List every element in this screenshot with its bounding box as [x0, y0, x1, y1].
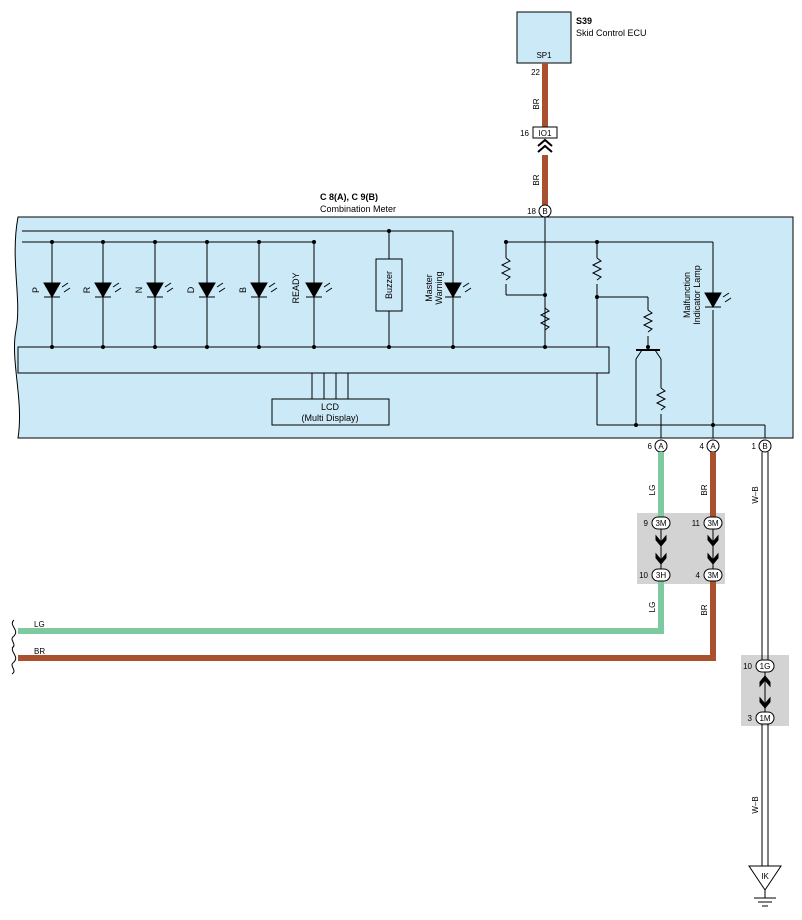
indicator-label-ready: READY	[291, 272, 301, 303]
meter-pin-6-label: A	[658, 442, 664, 451]
wire-label-wb-1: W–B	[751, 486, 760, 503]
connector-j9-label: 3M	[655, 519, 666, 528]
junction-3m-links	[655, 529, 719, 569]
wire-label-lg-1: LG	[648, 485, 657, 496]
led-n	[146, 282, 174, 299]
junction-1g-links	[759, 672, 771, 712]
ecu-box	[516, 11, 572, 64]
led-p	[43, 282, 71, 299]
lcd-label-2: (Multi Display)	[301, 413, 358, 423]
lcd-label-1: LCD	[321, 402, 340, 412]
meter-code: C 8(A), C 9(B)	[320, 192, 378, 202]
wire-label-wb-2: W–B	[751, 796, 760, 813]
connector-j4-pin: 4	[696, 571, 701, 580]
connector-j11-pin: 11	[692, 519, 701, 528]
ecu-name: Skid Control ECU	[576, 28, 647, 38]
connector-j1g-pin: 10	[743, 662, 752, 671]
wire-break-lg	[11, 619, 17, 649]
meter-pin-1	[758, 439, 772, 453]
meter-pin-4-label: A	[710, 442, 716, 451]
ground-label: IK	[761, 872, 769, 881]
meter-pin-4-number: 4	[700, 442, 705, 451]
indicator-label-b: B	[238, 287, 248, 293]
led-mil	[704, 292, 732, 309]
junction-dots	[50, 229, 715, 427]
wire-label-br-5: BR	[34, 647, 45, 656]
meter-pin-1-label: B	[762, 442, 767, 451]
meter-pin-18-number: 18	[527, 207, 536, 216]
connector-j4-label: 3M	[707, 571, 718, 580]
wire-break-br	[11, 645, 17, 675]
meter-name: Combination Meter	[320, 204, 396, 214]
connector-j10-pin: 10	[639, 571, 648, 580]
led-d	[198, 282, 226, 299]
led-r	[94, 282, 122, 299]
meter-pin-6-number: 6	[648, 442, 653, 451]
led-symbols	[43, 282, 732, 309]
wire-label-br-3: BR	[700, 484, 709, 495]
connector-io1	[532, 126, 558, 139]
ecu-code: S39	[576, 16, 592, 26]
connector-j1g-label: 1G	[760, 662, 771, 671]
indicator-label-p: P	[31, 287, 41, 293]
connector-j9-pin: 9	[644, 519, 649, 528]
meter-pin-1-number: 1	[752, 442, 757, 451]
wire-wb	[761, 452, 769, 866]
wire-label-lg-2: LG	[648, 602, 657, 613]
connector-j11-label: 3M	[707, 519, 718, 528]
master-warning-label-1: Master	[424, 274, 434, 302]
connector-io1-label: IO1	[539, 129, 552, 138]
connector-io1-chevrons	[537, 138, 553, 153]
led-master-warning	[444, 282, 472, 299]
indicator-label-r: R	[82, 286, 92, 293]
connector-j10-label: 3H	[656, 571, 666, 580]
master-warning-label-2: Warning	[434, 271, 444, 304]
mil-label-1: Malfunction	[682, 272, 692, 318]
connector-j1m-label: 1M	[759, 714, 770, 723]
wire-label-br-2: BR	[532, 174, 541, 185]
wire-label-lg-3: LG	[34, 620, 45, 629]
ecu-pin-number: 22	[531, 68, 540, 77]
ground-bars	[754, 890, 776, 907]
connector-io1-pin: 16	[520, 129, 529, 138]
meter-pin-18-label: B	[542, 207, 547, 216]
ground-symbol	[748, 865, 782, 891]
wire-label-br-4: BR	[700, 604, 709, 615]
meter-internal-circuit	[17, 217, 766, 438]
meter-box	[13, 216, 794, 439]
mil-label-2: Indicator Lamp	[692, 265, 702, 325]
ecu-pin-name: SP1	[536, 51, 552, 60]
wire-label-br-1: BR	[532, 98, 541, 109]
connector-j1m-pin: 3	[748, 714, 753, 723]
indicator-label-n: N	[134, 287, 144, 294]
indicator-label-d: D	[186, 286, 196, 293]
buzzer-label: Buzzer	[384, 271, 394, 299]
led-b	[250, 282, 278, 299]
led-ready	[305, 282, 333, 299]
